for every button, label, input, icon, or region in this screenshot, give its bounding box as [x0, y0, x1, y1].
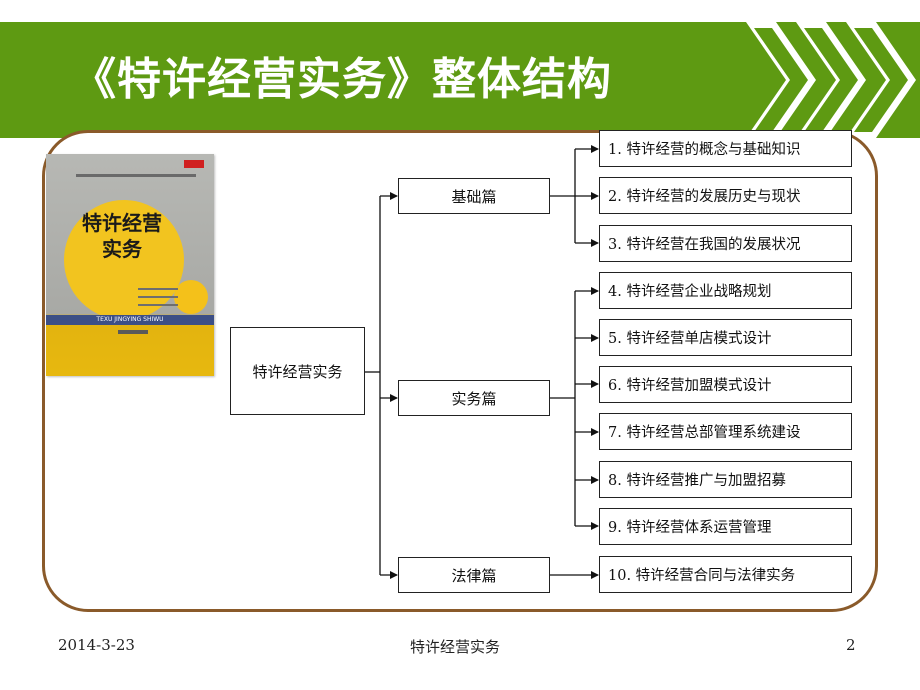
- book-title-line2: 实务: [102, 237, 142, 261]
- book-badge: [184, 160, 204, 168]
- book-cover-image: 特许经营 实务 TEXU JINGYING SHIWU: [46, 154, 214, 376]
- chapter-node: 8. 特许经营推广与加盟招募: [599, 461, 852, 498]
- section-node-basic: 基础篇: [398, 178, 550, 214]
- slide-title: 《特许经营实务》整体结构: [72, 54, 612, 105]
- chapter-node: 2. 特许经营的发展历史与现状: [599, 177, 852, 214]
- chevron-decoration-icon: [746, 22, 916, 138]
- chapter-node: 10. 特许经营合同与法律实务: [599, 556, 852, 593]
- book-ball: [174, 280, 208, 314]
- book-series-line: [76, 174, 196, 177]
- chapter-node: 6. 特许经营加盟模式设计: [599, 366, 852, 403]
- chapter-node: 7. 特许经营总部管理系统建设: [599, 413, 852, 450]
- book-credits: [138, 282, 178, 312]
- chapter-node: 3. 特许经营在我国的发展状况: [599, 225, 852, 262]
- chapter-node: 5. 特许经营单店模式设计: [599, 319, 852, 356]
- book-title-line1: 特许经营: [82, 211, 162, 235]
- book-title: 特许经营 实务: [62, 210, 182, 262]
- footer-title: 特许经营实务: [410, 638, 501, 656]
- book-circle: [64, 200, 184, 320]
- book-publisher-logo: [118, 330, 148, 334]
- book-band: TEXU JINGYING SHIWU: [46, 315, 214, 325]
- section-node-law: 法律篇: [398, 557, 550, 593]
- chapter-node: 1. 特许经营的概念与基础知识: [599, 130, 852, 167]
- section-node-practice: 实务篇: [398, 380, 550, 416]
- page-number: 2: [846, 636, 856, 654]
- chapter-node: 9. 特许经营体系运营管理: [599, 508, 852, 545]
- footer-date: 2014-3-23: [58, 636, 135, 654]
- root-node: 特许经营实务: [230, 327, 365, 415]
- chapter-node: 4. 特许经营企业战略规划: [599, 272, 852, 309]
